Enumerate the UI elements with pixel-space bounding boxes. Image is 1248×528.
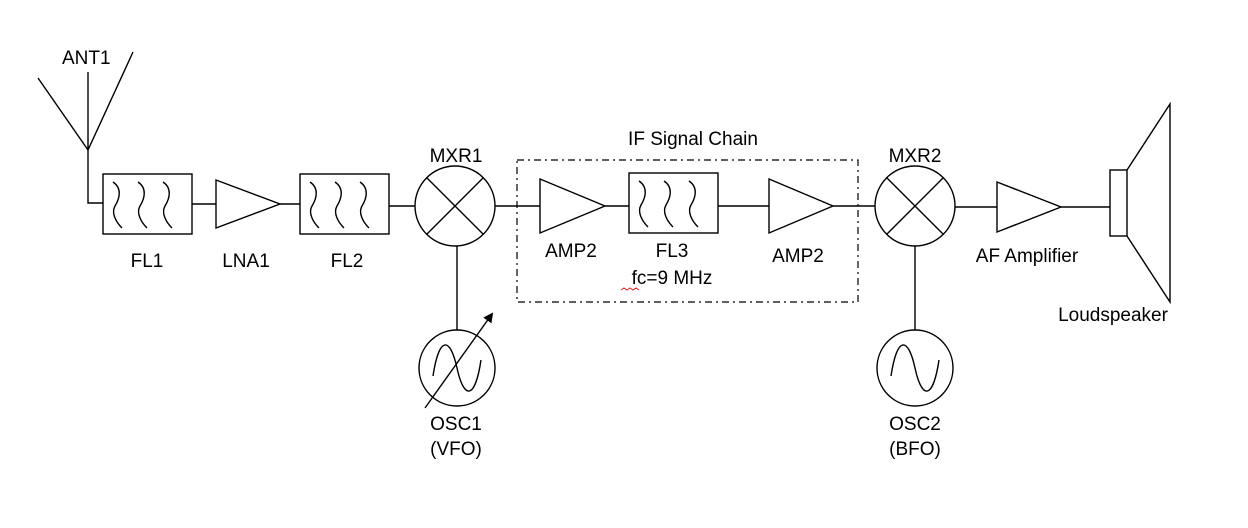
amplifier-af-label: AF Amplifier [976, 246, 1079, 267]
amplifier-amp2-first [539, 177, 607, 235]
filter-fl3-label: FL3 [656, 241, 689, 262]
filter-fl2 [299, 173, 390, 235]
amplifier-amp2-second [768, 177, 835, 235]
antenna-symbol [37, 51, 134, 204]
amplifier-amp2-second-label: AMP2 [772, 246, 824, 267]
filter-fl1-label: FL1 [131, 251, 164, 272]
if-chain-region [516, 159, 859, 303]
mixer-mxr1-label: MXR1 [430, 146, 483, 167]
loudspeaker-label: Loudspeaker [1058, 305, 1169, 326]
oscillator-osc2-label: OSC2 [889, 414, 941, 435]
mixer-mxr2 [874, 165, 956, 247]
oscillator-osc1 [418, 312, 496, 409]
oscillator-osc2 [876, 329, 954, 407]
if-chain-label: IF Signal Chain [628, 129, 758, 150]
mixer-mxr1 [414, 165, 496, 247]
filter-fl3 [628, 172, 719, 234]
amplifier-amp2-first-label: AMP2 [545, 241, 597, 262]
antenna-label: ANT1 [62, 48, 111, 69]
filter-fl2-label: FL2 [331, 251, 364, 272]
mixer-mxr2-label: MXR2 [889, 146, 942, 167]
filter-fl3-frequency: fc=9 MHz [632, 268, 713, 289]
loudspeaker-symbol [1109, 101, 1171, 305]
oscillator-osc2-type: (BFO) [889, 439, 941, 460]
filter-fl1 [102, 173, 193, 235]
spellcheck-underline [620, 287, 640, 291]
amplifier-lna1-label: LNA1 [222, 251, 270, 272]
oscillator-osc1-type: (VFO) [430, 439, 482, 460]
amplifier-af [996, 180, 1063, 234]
oscillator-osc1-label: OSC1 [430, 414, 482, 435]
amplifier-lna1 [215, 178, 282, 230]
